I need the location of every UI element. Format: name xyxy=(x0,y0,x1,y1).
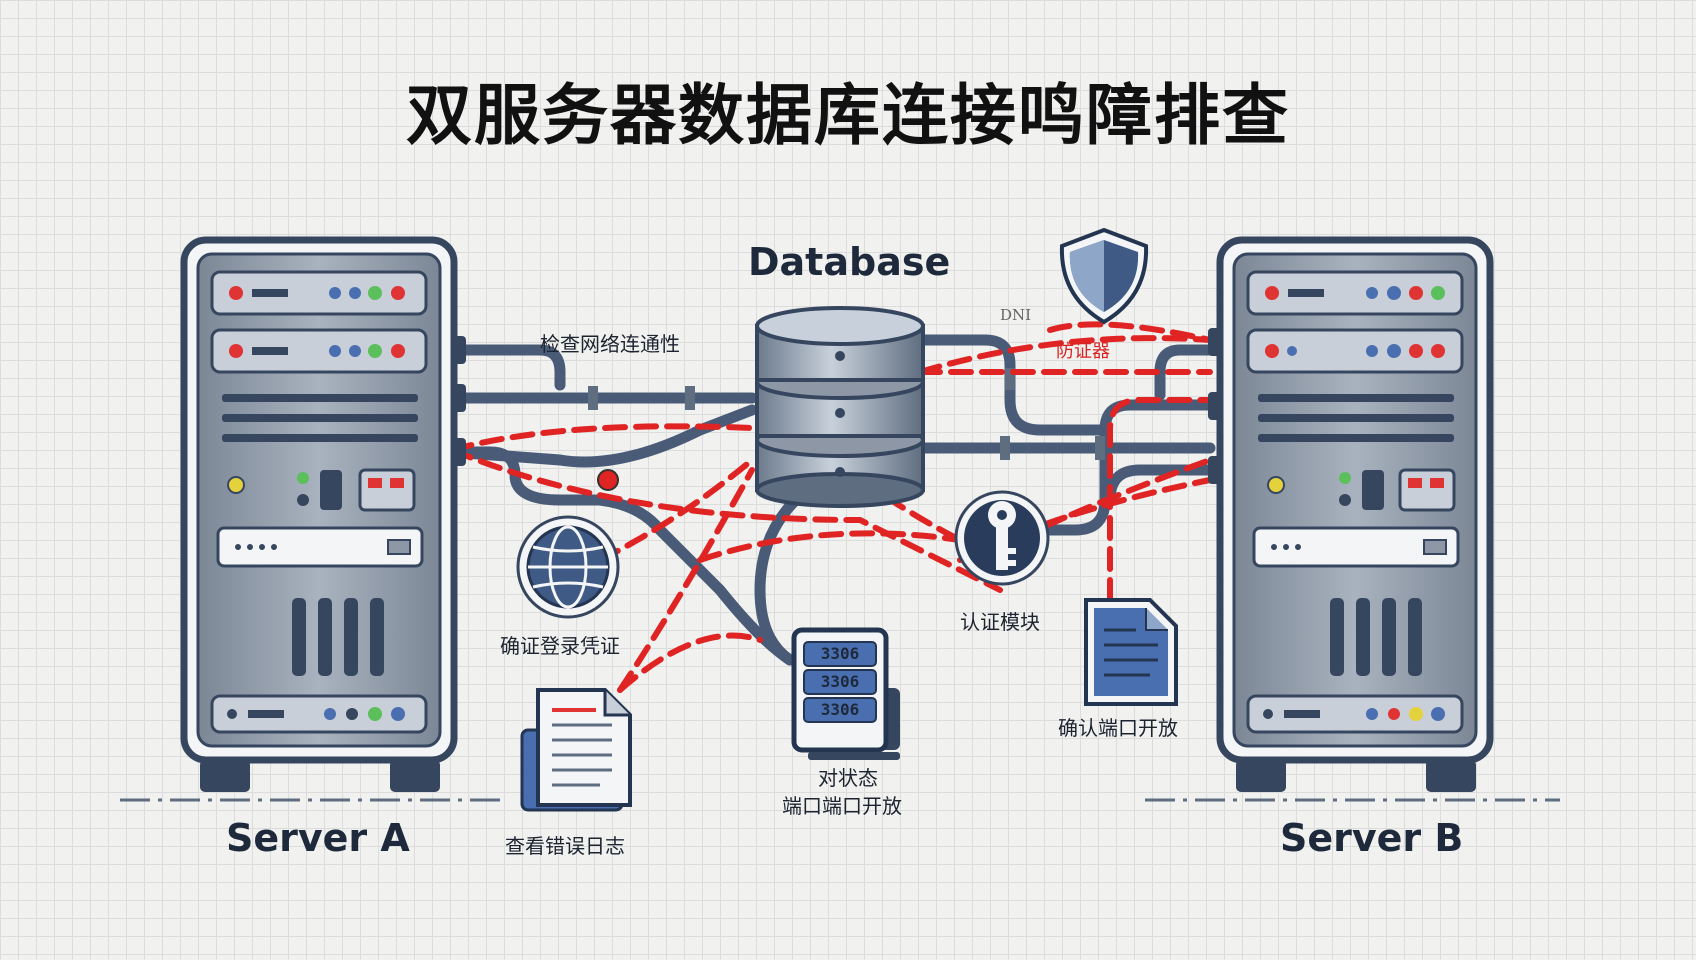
label-port-status-1: 对状态 xyxy=(818,766,878,790)
globe-icon xyxy=(516,515,620,619)
database-icon xyxy=(755,306,925,508)
label-dns: DNI xyxy=(1000,306,1032,324)
server-b xyxy=(1208,236,1494,792)
dashed-links xyxy=(449,321,1213,693)
label-confirm-port-open: 确认端口开放 xyxy=(1058,716,1178,740)
port-label-3: 3306 xyxy=(820,700,860,719)
label-port-status-2: 端口端口开放 xyxy=(782,794,902,818)
page-title: 双服务器数据库连接鸣障排查 xyxy=(406,77,1290,154)
shield-icon xyxy=(1059,227,1149,325)
file-icon xyxy=(1084,598,1178,706)
document-icon xyxy=(520,688,632,812)
pipe-joints xyxy=(588,368,1105,460)
key-icon xyxy=(954,490,1050,586)
label-view-error-log: 查看错误日志 xyxy=(505,834,625,858)
server-b-label: Server B xyxy=(1280,816,1464,860)
port-label-2: 3306 xyxy=(820,672,860,691)
junction-dot xyxy=(597,469,619,491)
label-verify-credentials: 确证登录凭证 xyxy=(500,634,620,658)
port-panel-icon xyxy=(791,627,900,760)
label-check-network: 检查网络连通性 xyxy=(540,332,680,356)
label-auth-module: 认证模块 xyxy=(960,610,1040,634)
server-a xyxy=(180,236,466,792)
port-label-1: 3306 xyxy=(820,644,860,663)
database-label: Database xyxy=(748,240,951,284)
label-firewall: 防证器 xyxy=(1056,341,1110,362)
server-a-label: Server A xyxy=(226,816,410,860)
